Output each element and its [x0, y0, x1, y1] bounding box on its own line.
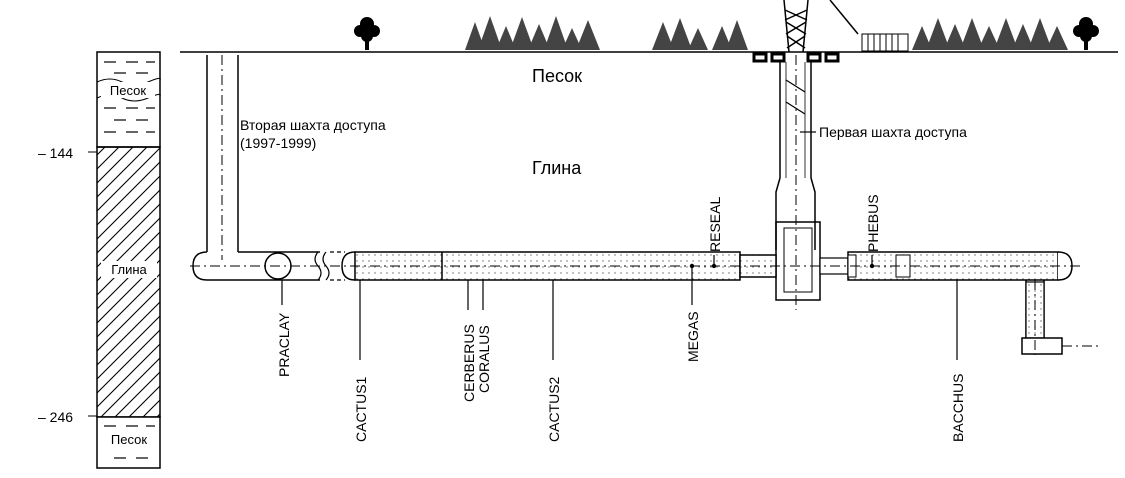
- second-access-shaft: [206, 55, 239, 260]
- experiment-label-cerberus: CERBERUS: [461, 324, 477, 402]
- stratum-label-clay: Глина: [532, 158, 582, 178]
- experiment-label-cactus2: CACTUS2: [546, 376, 562, 442]
- sand-dashes-top: [104, 61, 155, 133]
- experiment-label-bacchus: BACCHUS: [950, 374, 966, 442]
- column-label-sand-bottom: Песок: [111, 432, 147, 447]
- depth-label-246: – 246: [38, 409, 73, 425]
- tree-icon-right: [1073, 17, 1099, 50]
- experiment-label-cactus1: CACTUS1: [353, 376, 369, 442]
- stratum-label-sand: Песок: [532, 66, 582, 86]
- column-label-sand-top: Песок: [110, 83, 146, 98]
- label-bg-top: [101, 82, 155, 98]
- building-icon: [861, 33, 909, 52]
- sand-layer-top: [96, 51, 161, 148]
- first-access-shaft: [775, 55, 821, 310]
- forest-icon-3: [912, 18, 1068, 50]
- leader-lines: [281, 131, 958, 360]
- shaft-collar: [752, 52, 840, 63]
- sand-dashes-bottom: [104, 425, 155, 459]
- label-bg-bottom: [101, 431, 157, 448]
- depth-label-144: – 144: [38, 145, 73, 161]
- headframe-tower-icon: [783, 0, 859, 53]
- tree-icon-left: [354, 17, 380, 50]
- second-shaft-years: (1997-1999): [240, 135, 316, 151]
- clay-layer: [96, 146, 161, 418]
- first-shaft-label: Первая шахта доступа: [819, 124, 967, 140]
- experiment-label-phebus: PHEBUS: [865, 194, 881, 252]
- main-gallery: [190, 251, 1100, 355]
- experiment-label-megas: MEGAS: [685, 311, 701, 362]
- label-bg-clay: [101, 261, 157, 278]
- forest-icon-2: [652, 18, 748, 50]
- second-shaft-label: Вторая шахта доступа: [240, 117, 386, 133]
- stratigraphic-column: Песок Глина Песок – 144 – 246: [38, 51, 161, 469]
- forest-icon-1: [465, 16, 600, 50]
- column-label-clay: Глина: [111, 262, 147, 277]
- experiment-label-coralus: CORALUS: [476, 325, 492, 393]
- experiment-label-reseal: RESEAL: [707, 197, 723, 252]
- experiment-label-praclay: PRACLAY: [276, 312, 292, 377]
